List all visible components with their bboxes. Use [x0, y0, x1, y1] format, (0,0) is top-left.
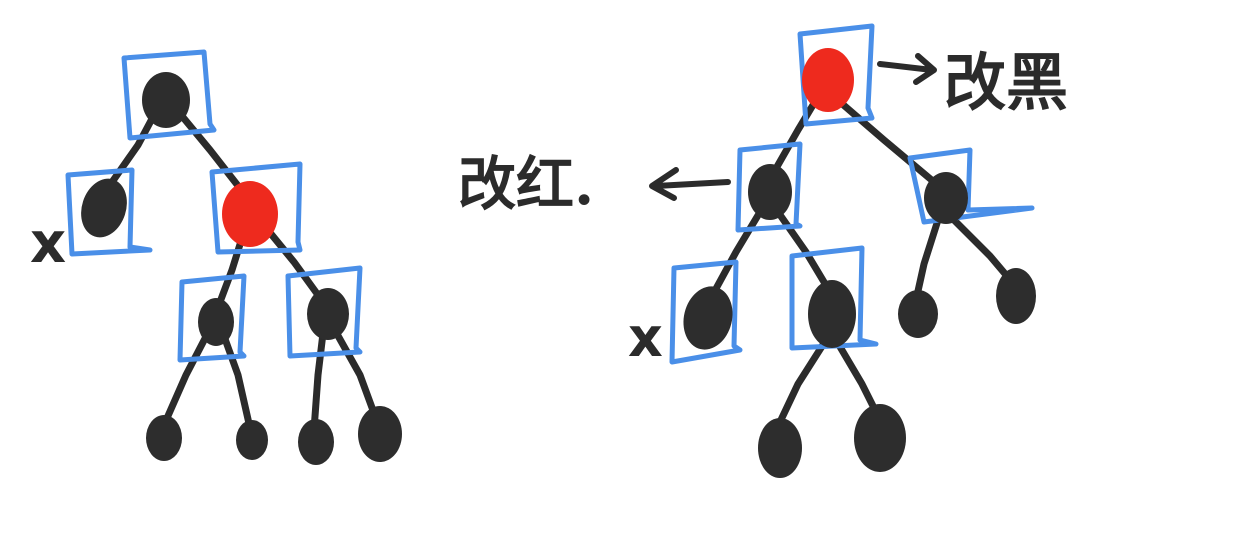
- right-node-x: [683, 286, 733, 350]
- left-node-x: [81, 178, 127, 238]
- right-leaf-3: [898, 290, 938, 338]
- left-node-root: [142, 72, 190, 128]
- right-edge-n3-leaf4: [950, 216, 1016, 286]
- right-node-n2: [808, 280, 856, 348]
- left-node-red: [222, 181, 278, 247]
- left-leaf-2: [236, 420, 268, 460]
- right-leaf-4: [996, 268, 1036, 324]
- left-leaf-4: [358, 406, 402, 462]
- right-frame-x: [669, 259, 743, 365]
- annotation-make-red: 改红.: [458, 150, 594, 218]
- arrow-right-icon: [877, 53, 937, 85]
- right-frame-n2: [789, 245, 879, 351]
- right-leaf-1: [758, 418, 802, 478]
- right-edge-n2-leaf1: [776, 336, 830, 426]
- left-frame-x: [65, 167, 153, 257]
- left-frame-n2: [285, 265, 363, 359]
- right-node-n3: [924, 172, 968, 224]
- right-x-mark: x: [628, 306, 663, 369]
- right-edge-n3-leaf3: [912, 216, 942, 304]
- left-edge-root-right: [168, 100, 250, 200]
- annotation-make-black: 改黑: [944, 46, 1068, 119]
- right-edge-n1-x: [708, 208, 764, 300]
- left-leaf-1: [146, 415, 182, 461]
- left-frame-red: [209, 161, 303, 255]
- left-node-n2: [307, 288, 349, 340]
- right-edge-root-left: [770, 96, 820, 176]
- right-frame-n3: [907, 147, 1035, 225]
- left-edge-n1-leaf1: [160, 321, 216, 429]
- arrow-left-icon: [649, 167, 731, 201]
- left-x-mark: x: [30, 211, 66, 276]
- right-tree: x 改黑 改红.: [458, 23, 1068, 478]
- right-node-n1: [748, 164, 792, 220]
- left-edge-n2-leaf4: [328, 321, 382, 428]
- left-frame-n1: [177, 273, 247, 363]
- left-node-n1: [198, 298, 234, 346]
- right-leaf-2: [854, 404, 906, 472]
- right-node-root: [802, 48, 854, 112]
- right-edge-n2-leaf2: [832, 336, 880, 416]
- left-tree: x: [30, 49, 402, 465]
- left-leaf-3: [298, 419, 334, 465]
- right-edge-root-right: [836, 98, 938, 186]
- left-edge-n2-leaf3: [310, 321, 328, 434]
- right-frame-n1: [735, 141, 803, 233]
- right-frame-root: [797, 23, 875, 127]
- left-frame-root: [121, 49, 217, 141]
